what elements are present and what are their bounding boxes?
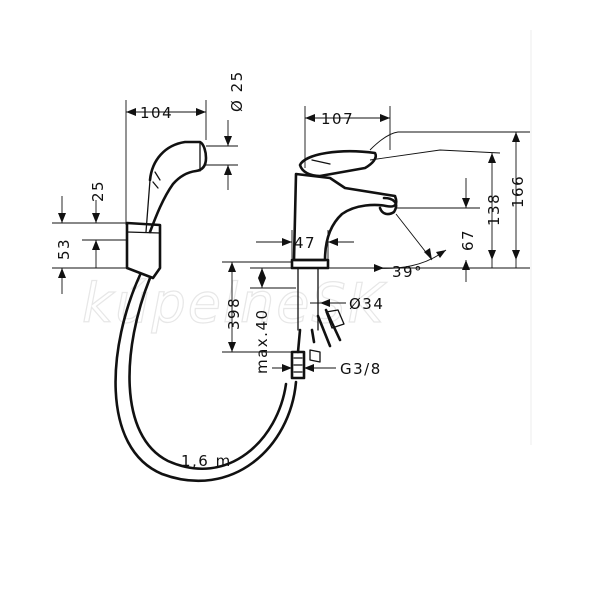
dim-g38 <box>272 364 336 372</box>
dim-max-40 <box>250 267 296 289</box>
dim-53 <box>52 196 127 294</box>
dim-g38-label: G3/8 <box>340 360 382 378</box>
dim-47-label: 47 <box>294 234 316 252</box>
spout-top-guide <box>369 149 501 161</box>
dim-104 <box>125 100 207 225</box>
dim-398 <box>222 261 292 353</box>
dim-diameter-25-label: Ø 25 <box>228 70 246 112</box>
dim-107 <box>304 106 391 168</box>
dim-diameter-34-label: Ø34 <box>349 295 384 313</box>
dim-104-label: 104 <box>140 104 173 122</box>
dim-138 <box>488 153 496 268</box>
dim-diameter-25 <box>206 120 238 190</box>
dim-39-label: 39° <box>392 263 423 281</box>
dim-diameter-34 <box>310 299 346 307</box>
dim-138-label: 138 <box>485 193 503 226</box>
dim-53-label: 53 <box>55 238 73 260</box>
dim-107-label: 107 <box>321 110 354 128</box>
dim-398-label: 398 <box>225 297 243 330</box>
hand-shower <box>145 140 208 234</box>
dim-67 <box>395 178 480 282</box>
faucet <box>290 149 398 380</box>
watermark: kúpelneSK <box>82 272 387 335</box>
shower-holder <box>125 221 162 280</box>
dim-47 <box>256 230 354 262</box>
dim-39-angle <box>360 213 447 272</box>
lever-top-guide <box>369 131 530 151</box>
dim-max-40-label: max.40 <box>253 308 271 374</box>
shower-hose <box>114 273 298 483</box>
dim-holder-25-label: 25 <box>89 180 107 202</box>
dim-166-label: 166 <box>509 175 527 208</box>
hose-length-label: 1,6 m <box>181 452 232 470</box>
dim-67-label: 67 <box>459 229 477 251</box>
dim-holder-25 <box>82 200 127 268</box>
